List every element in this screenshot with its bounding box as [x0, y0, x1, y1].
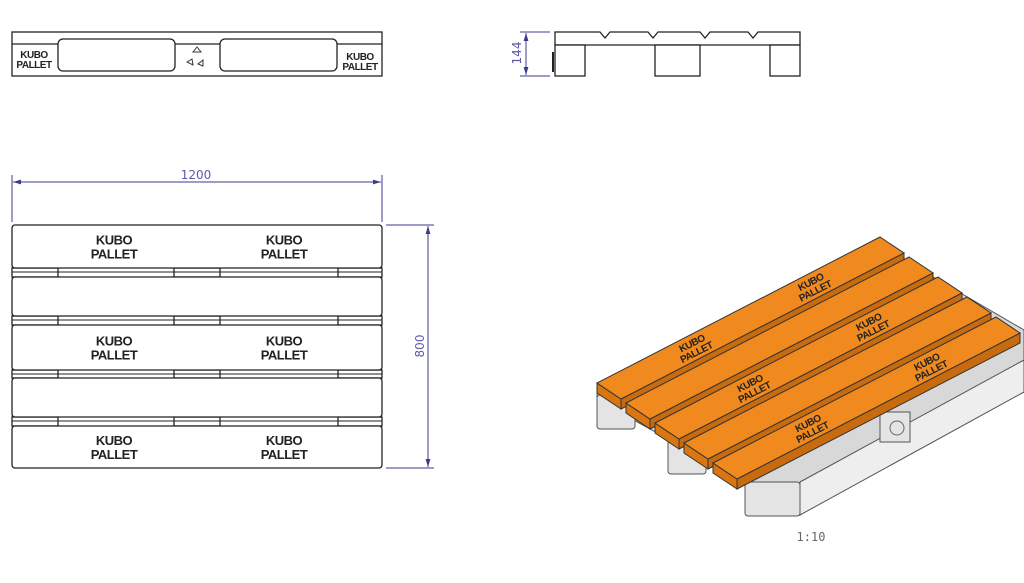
- board-brand-line1: KUBO: [266, 334, 303, 349]
- board-brand-line2: PALLET: [91, 247, 138, 262]
- base-block: [879, 411, 911, 443]
- base-side-board: [799, 359, 1024, 516]
- top-board: [11, 276, 383, 317]
- top-board: [11, 224, 383, 269]
- scale-label: 1:10: [797, 530, 826, 544]
- front-brand-right-1: KUBO: [346, 52, 374, 63]
- board-brand-line2: PALLET: [91, 447, 138, 462]
- recycle-icon: [889, 420, 905, 436]
- front-brand-left-2: PALLET: [16, 60, 52, 71]
- top-board: [11, 324, 383, 371]
- deck-board: [654, 276, 963, 440]
- board-brand-line1: KUBO: [266, 233, 303, 248]
- height-dimension: 144: [510, 42, 524, 65]
- isometric-view: KUBOPALLETKUBOPALLETKUBOPALLETKUBOPALLET…: [596, 236, 1024, 517]
- board-brand-line1: KUBO: [266, 433, 303, 448]
- front-brand-left-1: KUBO: [20, 50, 48, 61]
- top-view: 1200 800 KUBOPALLETKUBOPALLETKUBOPALLETK…: [11, 168, 434, 469]
- board-brand-line1: KUBO: [96, 433, 133, 448]
- base-block: [744, 481, 801, 517]
- board-brand-line2: PALLET: [261, 447, 308, 462]
- side-view: 144: [510, 31, 801, 77]
- deck-board: [683, 296, 992, 460]
- width-dimension: 800: [413, 335, 427, 358]
- deck-board: [625, 256, 934, 420]
- top-board: [11, 425, 383, 469]
- board-brand-line2: PALLET: [91, 348, 138, 363]
- recycle-icon: [185, 46, 204, 67]
- board-brand-line2: PALLET: [261, 348, 308, 363]
- board-brand-line2: PALLET: [261, 247, 308, 262]
- deck-board: [596, 236, 905, 400]
- board-brand-line1: KUBO: [96, 233, 133, 248]
- deck-board: [712, 316, 1021, 480]
- length-dimension: 1200: [181, 168, 212, 182]
- board-brand-line1: KUBO: [96, 334, 133, 349]
- front-view: KUBO PALLET KUBO PALLET: [11, 31, 383, 77]
- top-board: [11, 377, 383, 418]
- front-brand-right-2: PALLET: [342, 62, 378, 73]
